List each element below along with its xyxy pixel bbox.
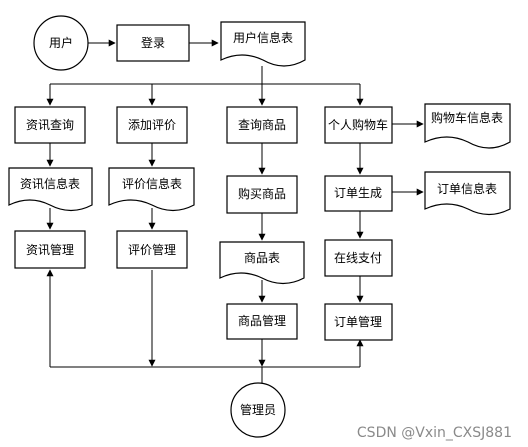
node-product-table: 商品表 xyxy=(219,241,305,285)
node-add-review: 添加评价 xyxy=(116,106,188,144)
node-news-manage-label: 资讯管理 xyxy=(26,242,74,257)
node-order-table-label: 订单信息表 xyxy=(437,181,497,196)
node-user-info-table: 用户信息表 xyxy=(220,21,306,67)
node-admin: 管理员 xyxy=(230,382,286,438)
node-login: 登录 xyxy=(116,24,190,62)
node-product-manage: 商品管理 xyxy=(226,303,298,340)
node-online-pay: 在线支付 xyxy=(324,239,393,277)
node-product-manage-label: 商品管理 xyxy=(238,313,286,328)
node-cart-table-label: 购物车信息表 xyxy=(431,110,503,125)
node-product-query-label: 查询商品 xyxy=(238,117,286,132)
node-create-order: 订单生成 xyxy=(324,175,393,212)
node-user-info-table-label: 用户信息表 xyxy=(233,30,293,45)
node-order-manage-label: 订单管理 xyxy=(334,314,382,329)
node-product-query: 查询商品 xyxy=(226,106,298,144)
node-order-manage: 订单管理 xyxy=(324,303,393,341)
node-news-query: 资讯查询 xyxy=(14,106,86,144)
node-cart-table: 购物车信息表 xyxy=(424,103,511,149)
node-add-review-label: 添加评价 xyxy=(128,118,176,132)
node-review-table: 评价信息表 xyxy=(108,167,195,212)
node-product-table-label: 商品表 xyxy=(244,250,280,265)
node-cart-label: 个人购物车 xyxy=(328,117,388,132)
node-online-pay-label: 在线支付 xyxy=(334,251,382,265)
node-login-label: 登录 xyxy=(141,35,165,50)
node-order-table: 订单信息表 xyxy=(424,171,511,216)
connectors xyxy=(46,39,424,384)
node-news-table: 资讯信息表 xyxy=(8,167,93,212)
node-review-manage: 评价管理 xyxy=(116,230,188,269)
node-admin-label: 管理员 xyxy=(240,402,276,417)
node-buy-product-label: 购买商品 xyxy=(238,186,286,201)
node-user-label: 用户 xyxy=(49,35,73,50)
node-news-manage: 资讯管理 xyxy=(14,230,86,269)
node-cart: 个人购物车 xyxy=(324,106,393,144)
node-news-query-label: 资讯查询 xyxy=(26,118,74,132)
node-buy-product: 购买商品 xyxy=(226,175,298,214)
node-news-table-label: 资讯信息表 xyxy=(20,176,80,191)
node-user: 用户 xyxy=(33,15,89,71)
node-create-order-label: 订单生成 xyxy=(334,186,382,200)
node-review-table-label: 评价信息表 xyxy=(122,176,182,191)
watermark-text: CSDN @Vxin_CXSJ881 xyxy=(357,425,512,441)
node-review-manage-label: 评价管理 xyxy=(128,242,176,257)
